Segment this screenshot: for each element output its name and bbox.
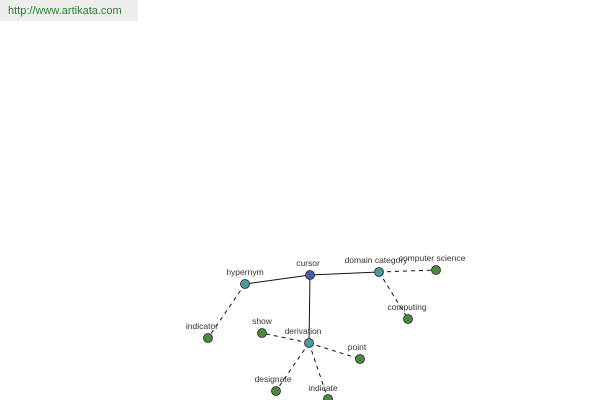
label-computer-science[interactable]: computer science bbox=[399, 253, 466, 263]
edge-cursor-hypernym bbox=[244, 274, 311, 285]
label-indicator[interactable]: indicator bbox=[186, 321, 218, 331]
edge-derivation-point bbox=[308, 342, 361, 360]
url-bar: http://www.artikata.com bbox=[0, 0, 138, 21]
label-derivation[interactable]: derivation bbox=[285, 326, 322, 336]
edge-derivation-show bbox=[261, 332, 310, 344]
graph-nodes bbox=[203, 265, 441, 400]
node-derivation[interactable] bbox=[304, 338, 314, 348]
edge-derivation-indicate bbox=[308, 342, 329, 400]
node-computer-science[interactable] bbox=[431, 265, 441, 275]
node-show[interactable] bbox=[257, 328, 267, 338]
graph-edges bbox=[207, 269, 437, 400]
node-cursor[interactable] bbox=[305, 270, 315, 280]
site-url-link[interactable]: http://www.artikata.com bbox=[8, 4, 122, 17]
label-domain-category[interactable]: domain category bbox=[345, 255, 409, 265]
node-designate[interactable] bbox=[271, 386, 281, 396]
label-hypernym[interactable]: hypernym bbox=[226, 267, 263, 277]
node-point[interactable] bbox=[355, 354, 365, 364]
edge-domain_category-computer_science bbox=[378, 269, 437, 273]
edge-domain_category-computing bbox=[378, 271, 409, 320]
edge-cursor-domain_category bbox=[309, 271, 380, 276]
edge-derivation-designate bbox=[275, 342, 310, 392]
node-hypernym[interactable] bbox=[240, 279, 250, 289]
label-show[interactable]: show bbox=[252, 316, 273, 326]
graph-labels: cursor hypernym domain category derivation i… bbox=[186, 253, 466, 393]
edge-hypernym-indicator bbox=[207, 283, 246, 339]
edge-cursor-derivation bbox=[308, 274, 311, 344]
node-indicate[interactable] bbox=[323, 394, 333, 400]
label-indicate[interactable]: indicate bbox=[308, 383, 338, 393]
node-computing[interactable] bbox=[403, 314, 413, 324]
node-domain-category[interactable] bbox=[374, 267, 384, 277]
label-designate[interactable]: designate bbox=[255, 374, 292, 384]
label-point[interactable]: point bbox=[348, 342, 367, 352]
label-cursor[interactable]: cursor bbox=[296, 258, 320, 268]
node-indicator[interactable] bbox=[203, 333, 213, 343]
label-computing[interactable]: computing bbox=[387, 302, 426, 312]
